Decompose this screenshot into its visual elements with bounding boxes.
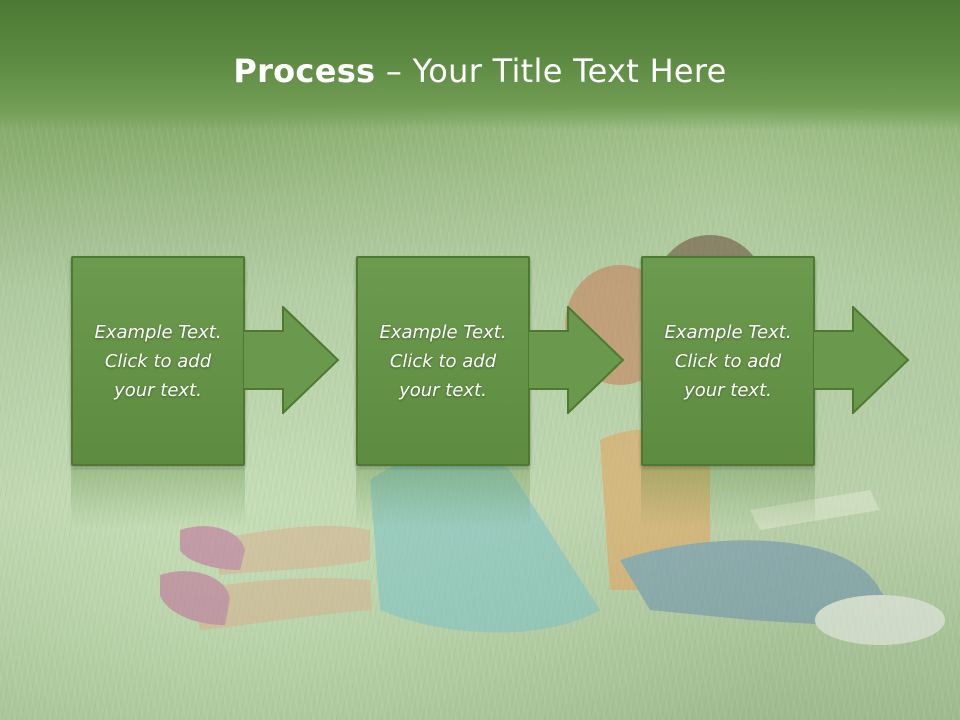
right-arrow-icon [528, 306, 625, 414]
step-1-textbox[interactable]: Example Text. Click to add your text. [71, 256, 245, 466]
right-arrow-icon [243, 306, 340, 414]
title-rest: – Your Title Text Here [375, 52, 727, 90]
step-3-reflection [641, 468, 815, 528]
step-2-textbox[interactable]: Example Text. Click to add your text. [356, 256, 530, 466]
title-bar: Process – Your Title Text Here [0, 0, 960, 130]
step-2-reflection [356, 468, 530, 528]
step-3-textbox[interactable]: Example Text. Click to add your text. [641, 256, 815, 466]
step-1-reflection [71, 468, 245, 528]
children-photo [160, 235, 945, 645]
slide-title: Process – Your Title Text Here [0, 52, 960, 90]
right-arrow-icon [813, 306, 910, 414]
title-bold: Process [233, 52, 376, 90]
